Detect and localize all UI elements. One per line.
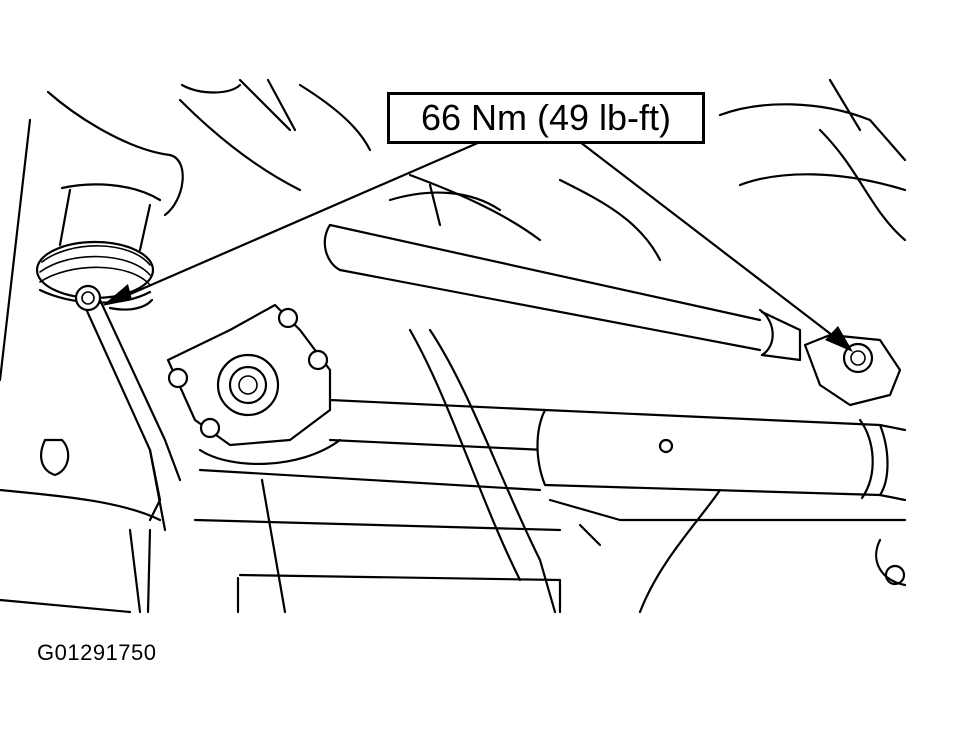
differential-housing [166, 303, 547, 466]
callout-leader-lines [102, 140, 853, 352]
right-axle-tube [536, 408, 907, 502]
figure-id-label: G01291750 [37, 640, 157, 665]
upper-frame-components [178, 78, 907, 262]
stabilizer-bar [323, 183, 802, 362]
left-mounting-bolt [74, 284, 102, 312]
left-control-arm [0, 118, 182, 614]
right-mounting-bolt [803, 333, 902, 407]
lower-chassis [0, 328, 907, 614]
left-coil-spring-mount [35, 90, 184, 311]
torque-callout-label: 66 Nm (49 lb-ft) [387, 92, 705, 144]
